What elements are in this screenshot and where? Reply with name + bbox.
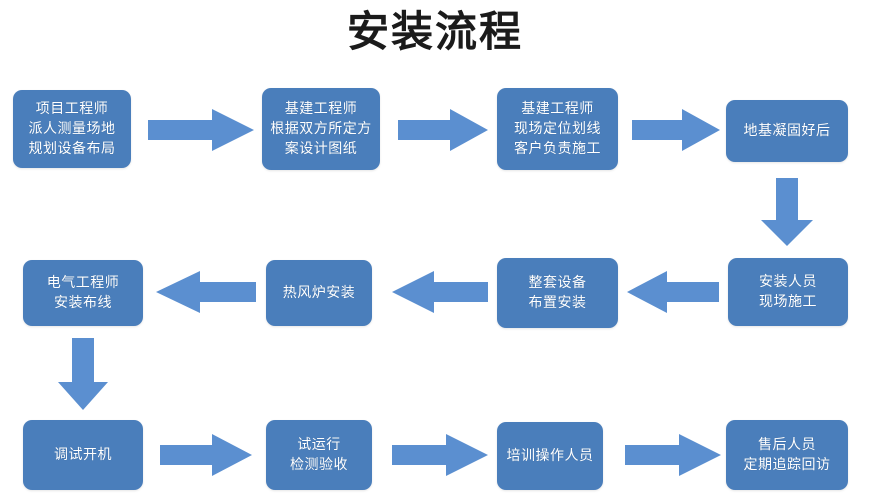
arrow-right-n10-n11 — [392, 433, 488, 477]
node-line: 调试开机 — [54, 447, 112, 463]
flow-node-hot-air-furnace[interactable]: 热风炉安装 — [266, 260, 372, 326]
node-line: 热风炉安装 — [282, 285, 356, 301]
flow-node-after-sales-followup[interactable]: 售后人员 定期追踪回访 — [726, 420, 848, 490]
flow-node-operator-training[interactable]: 培训操作人员 — [497, 422, 603, 490]
flow-node-infra-engineer-design[interactable]: 基建工程师 根据双方所定方 案设计图纸 — [262, 88, 380, 170]
node-line: 安装人员 — [759, 274, 817, 290]
node-line: 地基凝固好后 — [743, 123, 831, 139]
flow-node-project-engineer[interactable]: 项目工程师 派人测量场地 规划设备布局 — [13, 90, 131, 168]
node-line: 客户负责施工 — [514, 141, 601, 157]
node-line: 布置安装 — [528, 295, 587, 311]
arrow-down-n4-n5 — [760, 178, 814, 246]
node-line: 基建工程师 — [521, 101, 594, 117]
arrow-right-n2-n3 — [398, 108, 488, 152]
node-line: 现场定位划线 — [514, 121, 601, 137]
flow-node-debug-startup[interactable]: 调试开机 — [23, 420, 143, 490]
arrow-left-n5-n6 — [627, 270, 719, 314]
node-line: 电气工程师 — [46, 275, 120, 291]
node-line: 案设计图纸 — [284, 141, 358, 157]
node-line: 安装布线 — [54, 295, 112, 311]
arrow-left-n7-n8 — [156, 270, 256, 314]
flow-node-trial-run-inspection[interactable]: 试运行 检测验收 — [266, 420, 372, 490]
node-line: 售后人员 — [758, 437, 816, 453]
node-line: 基建工程师 — [284, 101, 358, 117]
flow-node-equipment-placement[interactable]: 整套设备 布置安装 — [497, 258, 618, 328]
node-line: 规划设备布局 — [28, 141, 116, 157]
flow-node-electrical-engineer[interactable]: 电气工程师 安装布线 — [23, 260, 143, 326]
node-line: 检测验收 — [290, 457, 348, 473]
arrow-right-n1-n2 — [148, 108, 254, 152]
flow-node-infra-engineer-layout[interactable]: 基建工程师 现场定位划线 客户负责施工 — [497, 88, 618, 170]
arrow-right-n11-n12 — [625, 433, 721, 477]
arrow-down-n8-n9 — [57, 338, 109, 410]
flow-node-foundation-cured[interactable]: 地基凝固好后 — [726, 100, 848, 162]
page-title: 安装流程 — [346, 7, 523, 56]
node-line: 整套设备 — [528, 275, 587, 291]
arrow-right-n3-n4 — [632, 108, 720, 152]
node-line: 项目工程师 — [35, 101, 109, 117]
node-line: 现场施工 — [759, 294, 817, 310]
flow-node-installers-onsite[interactable]: 安装人员 现场施工 — [728, 258, 848, 326]
arrow-left-n6-n7 — [392, 270, 488, 314]
node-line: 试运行 — [297, 437, 341, 453]
node-line: 派人测量场地 — [28, 121, 116, 137]
arrow-right-n9-n10 — [160, 433, 252, 477]
node-line: 定期追踪回访 — [743, 457, 831, 473]
node-line: 根据双方所定方 — [270, 121, 372, 137]
node-line: 培训操作人员 — [506, 448, 594, 464]
